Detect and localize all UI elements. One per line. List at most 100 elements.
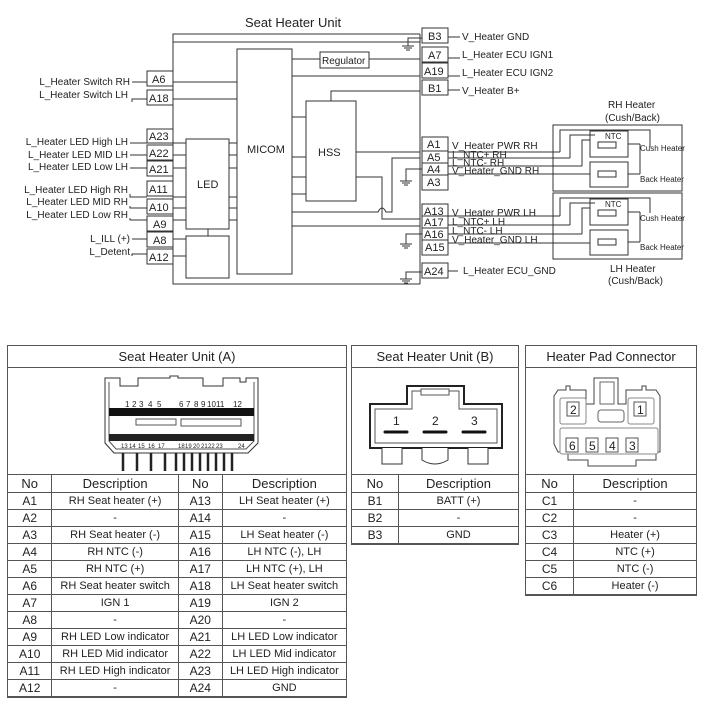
pin-description-cell: LH Seat heater (+) [221,492,346,510]
svg-text:V_Heater_GND RH: V_Heater_GND RH [452,166,539,177]
pin-a11: A11 L_Heater LED High RH [24,180,174,198]
pin-description-cell: LH LED Mid indicator [221,645,346,663]
pin-label: 15 [138,444,145,450]
table-row: B2- [352,509,518,527]
pin-a7: A7 L_Heater ECU IGN1 [421,46,554,63]
svg-text:Back Heater: Back Heater [640,175,684,184]
pin-description-cell: GND [397,526,518,544]
column-header-no: No [526,475,575,493]
pin-description-cell: LH Seat heater switch [221,577,346,595]
table-row: C2- [526,509,696,527]
pin-label: 14 [129,444,136,450]
svg-text:A13: A13 [424,206,444,218]
connector-c-image: 2 1 6 5 4 3 [526,368,696,475]
pin-label: 11 [216,400,225,409]
svg-text:L_Heater LED MID RH: L_Heater LED MID RH [26,197,128,208]
regulator-label: Regulator [322,56,366,67]
pin-number-cell: A8 [8,611,53,629]
pin-a8: A8 L_ILL (+) [90,231,174,248]
ground-icon [402,37,422,51]
pin-number-cell: A19 [177,594,223,612]
column-header-description: Description [573,475,696,493]
svg-text:L_NTC+ RH: L_NTC+ RH [452,150,507,161]
pin-label: 22 [208,444,215,450]
svg-text:A18: A18 [149,93,169,105]
svg-text:B3: B3 [428,31,441,43]
diagram-title: Seat Heater Unit [245,15,341,30]
pin-number-cell: A9 [8,628,53,646]
pin-number-cell: A12 [8,679,53,697]
pin-a22: A22 L_Heater LED MID LH [28,144,174,161]
pin-number-cell: A6 [8,577,53,595]
table-row: A8-A20- [8,611,346,629]
svg-text:L_Heater Switch RH: L_Heater Switch RH [39,77,130,88]
pin-description-cell: LH Seat heater (-) [221,526,346,544]
pin-label: 23 [216,444,223,450]
svg-text:L_Heater LED Low LH: L_Heater LED Low LH [28,162,128,173]
column-header-no: No [352,475,399,493]
pin-label: 4 [609,439,616,453]
pin-description-cell: RH LED Mid indicator [51,645,179,663]
pin-description-cell: LH NTC (+), LH [221,560,346,578]
pin-description-cell: - [221,509,346,527]
pin-number-cell: B2 [352,509,399,527]
svg-text:A11: A11 [149,184,168,196]
svg-text:B1: B1 [428,83,441,95]
pin-a24: A24 L_Heater ECU_GND [421,262,556,279]
pin-number-cell: A1 [8,492,53,510]
led-block [185,138,230,230]
regulator-block [319,51,370,69]
svg-text:L_Heater Switch LH: L_Heater Switch LH [39,90,128,101]
pin-number-cell: C6 [526,577,575,595]
left-pins: A6 L_Heater Switch RH L_Heater Switch LH… [24,70,174,265]
pin-number-cell: C4 [526,543,575,561]
pin-number-cell: A17 [177,560,223,578]
pin-number-cell: C2 [526,509,575,527]
svg-text:A4: A4 [427,164,440,176]
pin-number-cell: A11 [8,662,53,680]
pin-number-cell: A2 [8,509,53,527]
svg-text:L_Heater LED MID LH: L_Heater LED MID LH [28,150,128,161]
svg-text:A15: A15 [425,242,445,254]
svg-text:A12: A12 [149,252,169,264]
pin-label: 1 [125,400,130,409]
pin-description-cell: NTC (-) [573,560,696,578]
pin-description-cell: IGN 1 [51,594,179,612]
pin-number-cell: B1 [352,492,399,510]
pin-number-cell: A14 [177,509,223,527]
svg-text:Back Heater: Back Heater [640,243,684,252]
svg-text:A21: A21 [149,164,169,176]
pin-number-cell: A23 [177,662,223,680]
pin-label: 3 [471,414,478,428]
svg-text:V_Heater PWR LH: V_Heater PWR LH [452,208,536,219]
svg-text:A8: A8 [153,235,166,247]
svg-text:L_NTC- LH: L_NTC- LH [452,226,503,237]
connector-a-panel: Seat Heater Unit (A) 1 2 3 4 5 6 7 8 9 1… [7,345,347,698]
svg-text:A23: A23 [149,131,169,143]
pin-label: 19 [185,444,192,450]
pin-description-cell: RH Seat heater (-) [51,526,179,544]
pin-description-cell: BATT (+) [397,492,518,510]
pin-label: 16 [148,444,155,450]
pin-number-cell: A15 [177,526,223,544]
svg-text:A5: A5 [427,152,440,164]
pin-description-cell: LH NTC (-), LH [221,543,346,561]
svg-text:Cush Heater: Cush Heater [640,144,685,153]
pin-a4: A4 L_NTC- RH [421,158,504,176]
svg-text:A1: A1 [427,139,440,151]
micom-label: MICOM [247,144,285,156]
pin-description-cell: IGN 2 [221,594,346,612]
pin-number-cell: A7 [8,594,53,612]
